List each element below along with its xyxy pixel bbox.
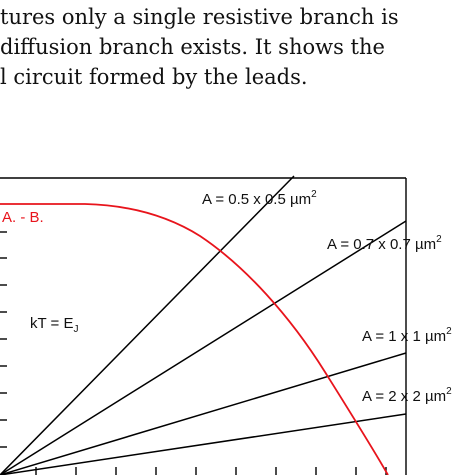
line-label-1: A = 1 x 1 µm2 xyxy=(362,326,452,345)
y-ticks xyxy=(0,231,7,448)
text-line: l circuit formed by the leads. xyxy=(0,65,308,89)
line-area-0-5 xyxy=(0,175,295,475)
paper-text: tures only a single resistive branch is … xyxy=(0,2,474,92)
red-curve xyxy=(0,203,389,475)
line-area-1 xyxy=(0,352,407,475)
line-area-0-7 xyxy=(0,220,407,475)
condition-label: kT = EJ xyxy=(30,315,79,335)
red-curve-label: A. - B. xyxy=(2,209,44,226)
line-label-0-7: A = 0.7 x 0.7 µm2 xyxy=(327,234,442,253)
line-label-2: A = 2 x 2 µm2 xyxy=(362,386,452,405)
text-line: tures only a single resistive branch is xyxy=(0,5,399,29)
line-label-0-5: A = 0.5 x 0.5 µm2 xyxy=(202,189,317,208)
text-line: diffusion branch exists. It shows the xyxy=(0,35,385,59)
x-ticks xyxy=(35,467,387,475)
line-area-2 xyxy=(0,413,407,475)
